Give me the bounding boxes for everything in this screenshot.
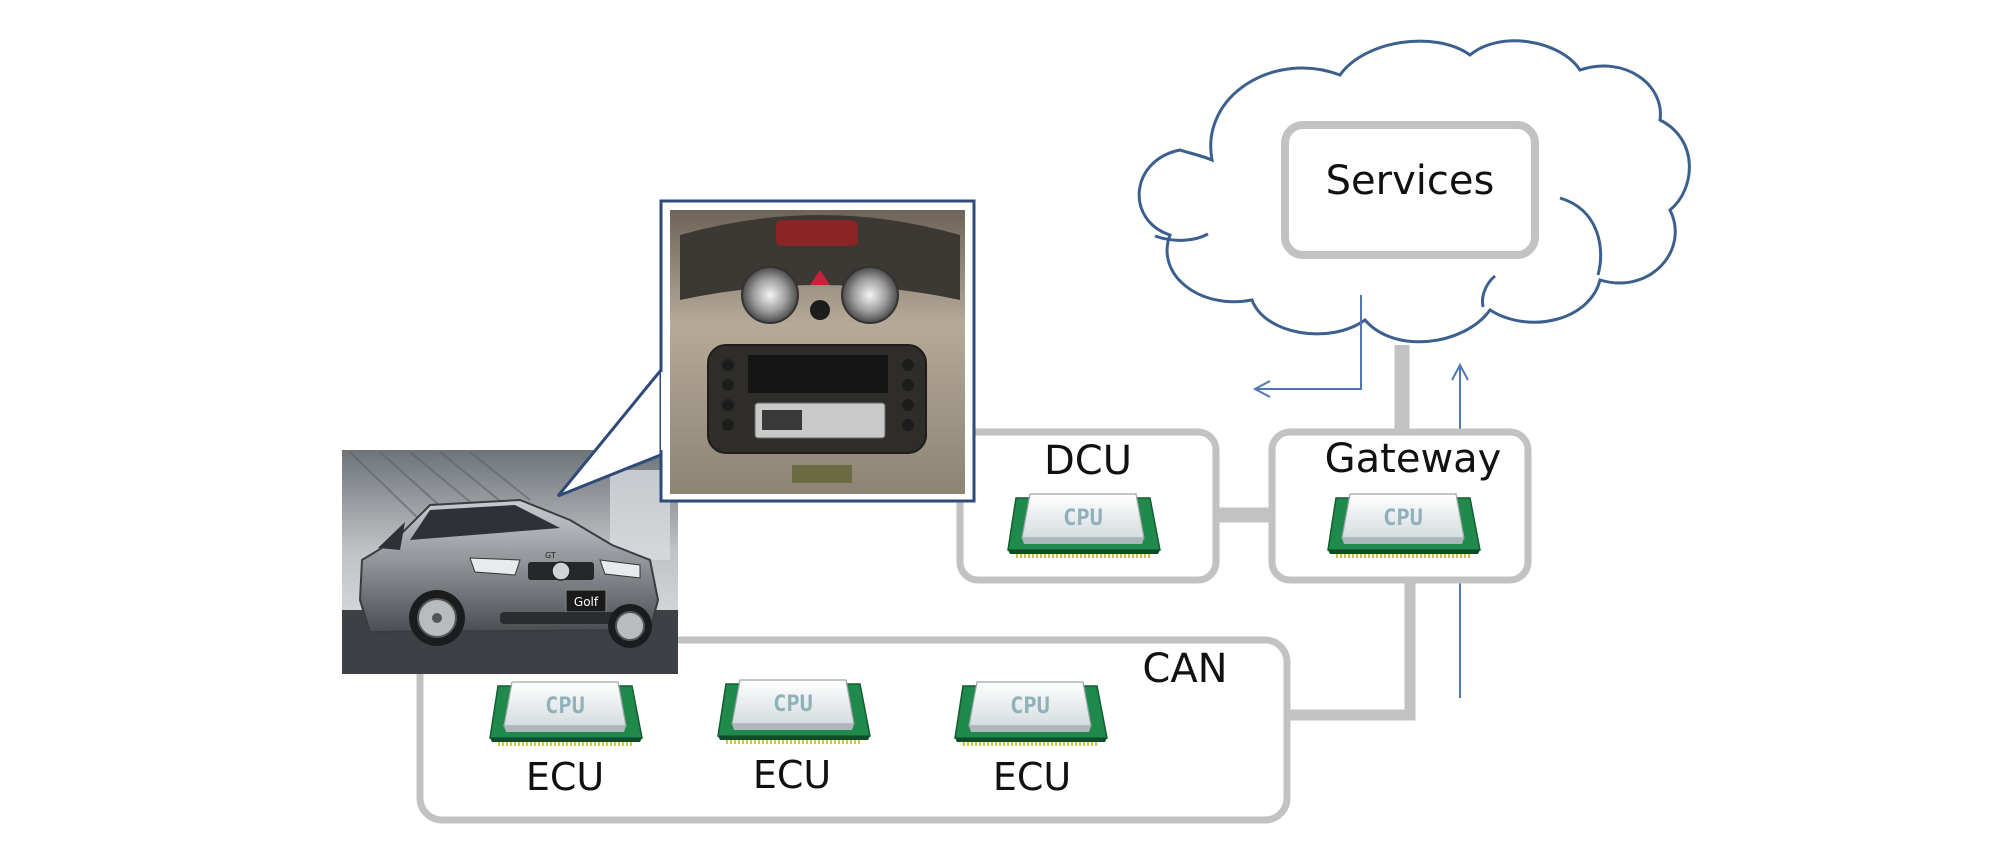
dashboard-photo [670,210,965,494]
gateway-label: Gateway [1325,436,1502,482]
ecu-label-2: ECU [753,753,831,797]
downlink-arrow [1252,295,1362,398]
cpu-chips: CPU CPU CPU CPU CPU [489,493,1481,746]
car-photo: GT Golf [342,450,678,674]
can-label: CAN [1142,646,1227,692]
gateway-cpu-icon: CPU [1327,493,1481,558]
car-plate-badge: Golf [574,595,599,609]
cpu-chip-text: CPU [1383,506,1423,531]
cpu-chip-text: CPU [1063,506,1103,531]
ecu-1-cpu-icon: CPU [489,681,643,746]
services-box [1281,121,1539,259]
cpu-chip-text: CPU [773,692,813,717]
car-grille-badge: GT [545,551,556,560]
services-label: Services [1326,158,1495,204]
ecu-3-cpu-icon: CPU [954,681,1108,746]
vw-logo-icon [551,561,571,581]
ecu-2-cpu-icon: CPU [717,679,871,744]
ecu-label-3: ECU [993,755,1071,799]
ecu-label-1: ECU [526,755,604,799]
cpu-chip-text: CPU [545,694,585,719]
dcu-label: DCU [1044,438,1132,484]
cpu-chip-text: CPU [1010,694,1050,719]
dashboard-callout [556,199,976,503]
dcu-cpu-icon: CPU [1007,493,1161,558]
